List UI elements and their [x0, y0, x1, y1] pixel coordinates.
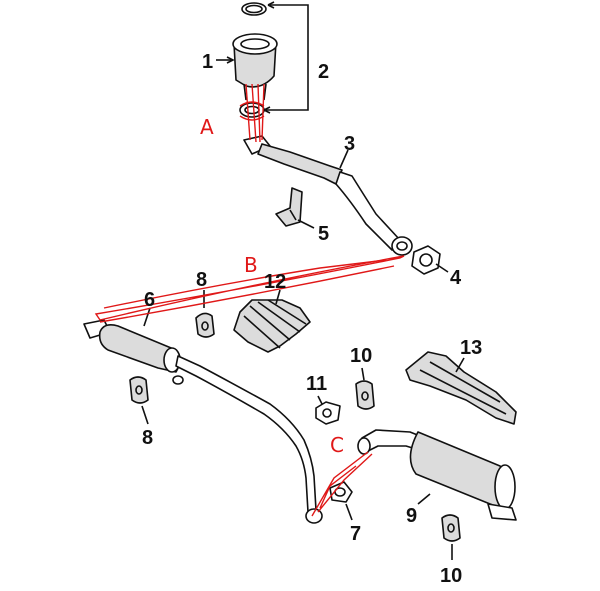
callout-10-upper: 10 [350, 345, 372, 367]
annotation-a: A [200, 115, 214, 139]
callout-10-lower: 10 [440, 565, 462, 587]
callout-3: 3 [344, 133, 355, 155]
rubber-hanger-upper [195, 312, 215, 338]
callout-5: 5 [318, 223, 329, 245]
callout-7: 7 [350, 523, 361, 545]
callout-8-lower: 8 [142, 427, 153, 449]
heat-shield [233, 299, 311, 353]
flange-gasket [411, 245, 441, 275]
muffler-flange-gasket [329, 481, 353, 503]
rear-heat-shield [405, 351, 517, 425]
gasket-ring-lower [239, 102, 265, 118]
callout-8-upper: 8 [196, 269, 207, 291]
callout-12: 12 [264, 271, 286, 293]
red-annotation-marks [94, 83, 405, 517]
insulator-upper [355, 380, 375, 410]
annotation-c: C [330, 433, 344, 457]
rubber-hanger-lower [129, 376, 149, 404]
resonator-pipe [83, 319, 323, 524]
pipe-bracket [275, 187, 303, 227]
exhaust-clamp [315, 401, 341, 425]
muffler [357, 429, 517, 521]
callout-9: 9 [406, 505, 417, 527]
leader-lines [141, 56, 465, 560]
catalytic-converter [232, 33, 278, 101]
callout-6: 6 [144, 289, 155, 311]
callout-2-bracket [266, 4, 309, 111]
callout-13: 13 [460, 337, 482, 359]
callout-2: 2 [318, 61, 329, 83]
callout-4: 4 [450, 267, 462, 289]
callout-11: 11 [306, 373, 327, 395]
callout-1: 1 [202, 51, 213, 73]
front-exhaust-pipe [243, 135, 413, 256]
insulator-lower [441, 514, 461, 542]
gasket-ring-top [241, 2, 267, 16]
annotation-b: B [244, 253, 258, 277]
